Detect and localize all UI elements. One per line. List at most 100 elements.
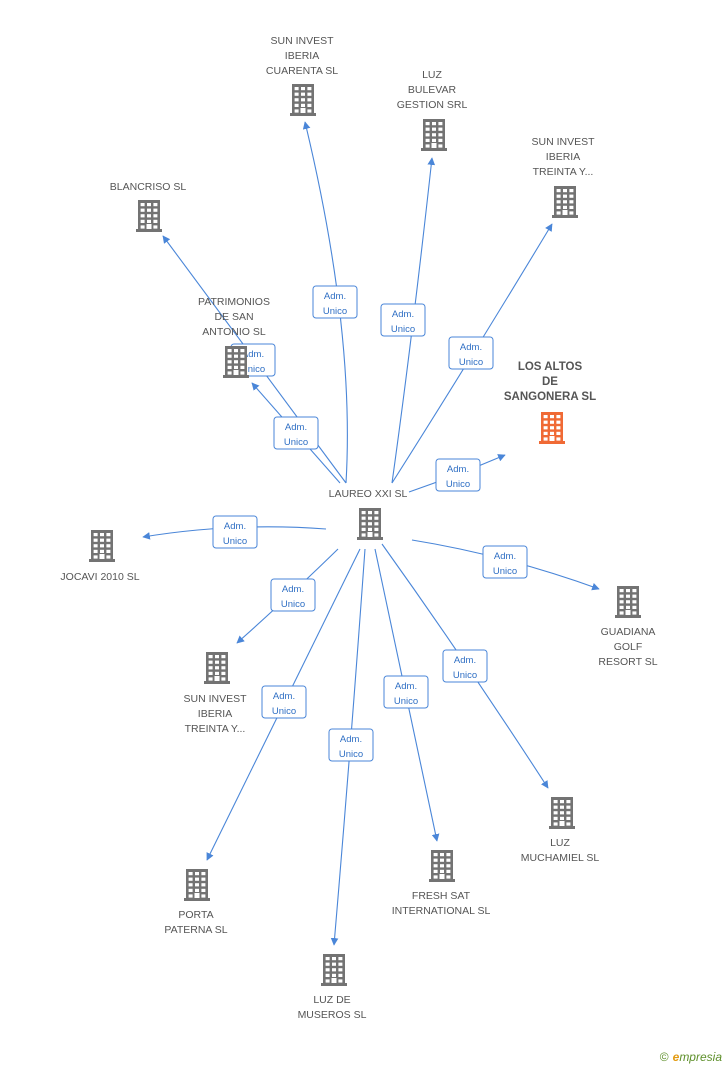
- building-icon[interactable]: [429, 850, 455, 882]
- building-icon[interactable]: [290, 84, 316, 116]
- node-label-line: MUSEROS SL: [298, 1009, 367, 1021]
- building-icon[interactable]: [136, 200, 162, 232]
- node-freshsat[interactable]: FRESH SAT INTERNATIONAL SL: [392, 850, 491, 917]
- edge-label-text: Unico: [241, 364, 265, 375]
- brand-name: mpresia: [679, 1050, 722, 1064]
- edge-label-text: Adm.: [324, 291, 346, 302]
- node-label-line: DE SAN: [214, 311, 253, 323]
- node-label-line: LUZ: [422, 69, 442, 81]
- node-label-line: LUZ DE: [313, 994, 350, 1006]
- nodes-layer: LAUREO XXI SL SUN INVEST IBERIA CUARENTA SL…: [60, 35, 657, 1021]
- edge-label-porta[interactable]: Adm. Unico: [261, 685, 307, 719]
- edge-label-text: Unico: [281, 599, 305, 610]
- edge-label-suninvest30a[interactable]: Adm. Unico: [448, 336, 494, 370]
- edge-label-text: Adm.: [224, 521, 246, 532]
- edge-label-text: Adm.: [454, 655, 476, 666]
- edge-label-suninvest40[interactable]: Adm. Unico: [312, 285, 358, 319]
- brand-initial: e: [672, 1050, 680, 1064]
- node-label-line: INTERNATIONAL SL: [392, 905, 491, 917]
- edge-label-text: Unico: [453, 670, 477, 681]
- building-icon[interactable]: [549, 797, 575, 829]
- node-label-line: JOCAVI 2010 SL: [60, 571, 139, 583]
- node-label-line: IBERIA: [285, 50, 319, 62]
- edge-label-luzmuchamiel[interactable]: Adm. Unico: [442, 649, 488, 683]
- node-label-line: DE: [542, 376, 558, 388]
- node-label-line: TREINTA Y...: [185, 723, 246, 735]
- edge-label-text: Adm.: [273, 691, 295, 702]
- building-icon[interactable]: [421, 119, 447, 151]
- node-porta[interactable]: PORTA PATERNA SL: [164, 869, 228, 936]
- node-suninvest30b[interactable]: SUN INVEST IBERIA TREINTA Y...: [183, 652, 247, 735]
- node-luzbulevar[interactable]: LUZ BULEVAR GESTION SRL: [397, 69, 468, 151]
- node-label-line: FRESH SAT: [412, 890, 471, 902]
- node-label-line: LUZ: [550, 837, 570, 849]
- node-blancriso[interactable]: BLANCRISO SL: [110, 181, 187, 232]
- node-label-line: PATERNA SL: [164, 924, 227, 936]
- edge-label-text: Unico: [284, 437, 308, 448]
- edge-label-guadiana[interactable]: Adm.Unico: [482, 545, 528, 579]
- edge-label-text: Adm.: [494, 551, 516, 562]
- node-label-line: RESORT SL: [598, 656, 657, 668]
- copyright-icon: ©: [659, 1050, 669, 1064]
- node-label-line: SUN INVEST: [531, 136, 595, 148]
- node-label-line: IBERIA: [198, 708, 232, 720]
- node-losaltos[interactable]: LOS ALTOS DE SANGONERA SL: [504, 361, 596, 444]
- node-label-line: BULEVAR: [408, 84, 457, 96]
- node-label-line: LOS ALTOS: [518, 361, 583, 373]
- building-icon[interactable]: [321, 954, 347, 986]
- edge-label-losaltos[interactable]: Adm. Unico: [435, 458, 481, 492]
- edge-label-text: Adm.: [447, 464, 469, 475]
- edge-label-suninvest30b[interactable]: Adm. Unico: [270, 578, 316, 612]
- node-label-line: TREINTA Y...: [533, 166, 594, 178]
- node-label-line: LAUREO XXI SL: [329, 488, 408, 500]
- edge-label-text: Unico: [339, 749, 363, 760]
- building-icon[interactable]: [89, 530, 115, 562]
- edge-label-text: Adm.: [285, 422, 307, 433]
- node-laureo[interactable]: LAUREO XXI SL: [329, 488, 408, 540]
- building-icon[interactable]: [204, 652, 230, 684]
- edge-label-text: Adm.: [460, 342, 482, 353]
- building-icon[interactable]: [184, 869, 210, 901]
- edge-label-text: Adm.: [395, 681, 417, 692]
- node-luzmuseros[interactable]: LUZ DE MUSEROS SL: [298, 954, 367, 1021]
- edge-label-text: Unico: [272, 706, 296, 717]
- node-luzmuchamiel[interactable]: LUZ MUCHAMIEL SL: [521, 797, 600, 864]
- node-label-line: MUCHAMIEL SL: [521, 852, 600, 864]
- edge-label-freshsat[interactable]: Adm. Unico: [383, 675, 429, 709]
- node-jocavi[interactable]: JOCAVI 2010 SL: [60, 530, 140, 583]
- node-label-line: GOLF: [614, 641, 643, 653]
- edge-label-luzbulevar[interactable]: Adm.Unico: [380, 303, 426, 337]
- edge-label-text: Unico: [446, 479, 470, 490]
- node-label-line: GUADIANA: [601, 626, 656, 638]
- edge-label-text: Unico: [223, 536, 247, 547]
- node-label-line: CUARENTA SL: [266, 65, 338, 77]
- edge-label-luzmuseros[interactable]: Adm. Unico: [328, 728, 374, 762]
- edge-label-text: Unico: [323, 306, 347, 317]
- edge-label-text: Unico: [394, 696, 418, 707]
- edge-label-text: Unico: [391, 324, 415, 335]
- node-label-line: SUN INVEST: [183, 693, 247, 705]
- building-icon[interactable]: [357, 508, 383, 540]
- edge-label-text: Adm.: [340, 734, 362, 745]
- edge-label-text: Adm.: [242, 349, 264, 360]
- node-label-line: BLANCRISO SL: [110, 181, 187, 193]
- edge-label-text: Unico: [459, 357, 483, 368]
- building-icon[interactable]: [552, 186, 578, 218]
- node-label-line: SUN INVEST: [270, 35, 334, 47]
- node-guadiana[interactable]: GUADIANA GOLF RESORT SL: [598, 586, 658, 668]
- edge-label-text: Adm.: [282, 584, 304, 595]
- edge-label-jocavi[interactable]: Adm. Unico: [212, 515, 258, 549]
- node-label-line: PORTA: [178, 909, 213, 921]
- node-label-line: ANTONIO SL: [202, 326, 266, 338]
- node-label-line: GESTION SRL: [397, 99, 468, 111]
- brand-footer[interactable]: ©empresia: [660, 1050, 722, 1064]
- node-label-line: SANGONERA SL: [504, 391, 596, 403]
- building-icon[interactable]: [615, 586, 641, 618]
- edge-label-patrimonios[interactable]: Adm. Unico: [273, 416, 319, 450]
- building-icon[interactable]: [539, 412, 565, 444]
- building-icon[interactable]: [223, 346, 249, 378]
- node-suninvest40[interactable]: SUN INVEST IBERIA CUARENTA SL: [266, 35, 338, 116]
